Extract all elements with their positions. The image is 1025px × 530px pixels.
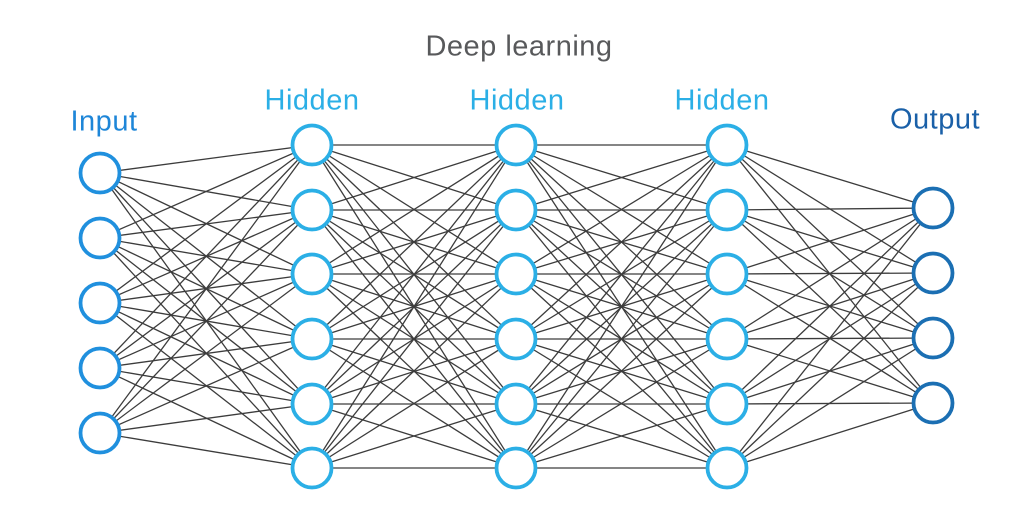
connection-line xyxy=(515,144,728,340)
connection-line xyxy=(99,338,313,434)
connection-line xyxy=(515,144,728,469)
connection-line xyxy=(311,144,517,405)
output-layer-label: Output xyxy=(889,103,981,136)
connection-line xyxy=(311,338,517,469)
connection-line xyxy=(311,144,517,340)
output-node xyxy=(911,316,955,360)
hidden-3-node xyxy=(705,382,749,426)
connection-line xyxy=(726,402,934,469)
connection-line xyxy=(726,207,934,211)
connection-line xyxy=(311,209,517,469)
hidden-3-node xyxy=(705,252,749,296)
connection-line xyxy=(99,144,313,369)
hidden-1-node xyxy=(290,446,334,490)
connection-line xyxy=(726,207,934,340)
connection-line xyxy=(99,432,313,469)
connection-line xyxy=(726,272,934,469)
connection-line xyxy=(726,337,934,469)
hidden-layer-2-label: Hidden xyxy=(469,84,565,117)
hidden-layer-1-label: Hidden xyxy=(264,84,360,117)
connection-line xyxy=(726,144,934,209)
connection-line xyxy=(515,144,728,405)
hidden-3-node xyxy=(705,123,749,167)
connection-line xyxy=(515,209,728,469)
connection-line xyxy=(311,403,517,469)
connection-line xyxy=(99,144,313,239)
hidden-1-node xyxy=(290,317,334,361)
hidden-layer-3-label: Hidden xyxy=(674,84,770,117)
hidden-3-node xyxy=(705,317,749,361)
connection-line xyxy=(515,144,728,275)
input-node xyxy=(78,151,122,195)
connection-line xyxy=(99,144,313,304)
connection-line xyxy=(311,144,517,469)
hidden-1-node xyxy=(290,382,334,426)
input-node xyxy=(78,281,122,325)
connection-line xyxy=(726,207,934,275)
connection-line xyxy=(515,338,728,469)
hidden-2-node xyxy=(494,317,538,361)
input-node xyxy=(78,411,122,455)
connection-line xyxy=(515,273,728,469)
connection-line xyxy=(99,403,313,434)
hidden-1-node xyxy=(290,123,334,167)
connection-line xyxy=(311,144,517,211)
hidden-2-node xyxy=(494,123,538,167)
hidden-2-node xyxy=(494,252,538,296)
hidden-2-node xyxy=(494,382,538,426)
input-node xyxy=(78,346,122,390)
connection-line xyxy=(99,144,313,434)
hidden-1-node xyxy=(290,252,334,296)
input-layer-label: Input xyxy=(70,105,138,138)
input-node xyxy=(78,216,122,260)
connection-line xyxy=(99,273,313,434)
hidden-1-node xyxy=(290,188,334,232)
hidden-2-node xyxy=(494,188,538,232)
hidden-2-node xyxy=(494,446,538,490)
hidden-3-node xyxy=(705,446,749,490)
diagram-title: Deep learning xyxy=(425,30,613,63)
connection-line xyxy=(311,144,517,275)
connection-line xyxy=(726,207,934,405)
connection-line xyxy=(311,273,517,469)
hidden-3-node xyxy=(705,188,749,232)
connection-line xyxy=(99,144,313,174)
connection-line xyxy=(726,207,934,469)
output-node xyxy=(911,186,955,230)
output-node xyxy=(911,381,955,425)
connection-line xyxy=(99,209,313,434)
output-node xyxy=(911,251,955,295)
connection-line xyxy=(515,403,728,469)
connection-line xyxy=(515,144,728,211)
